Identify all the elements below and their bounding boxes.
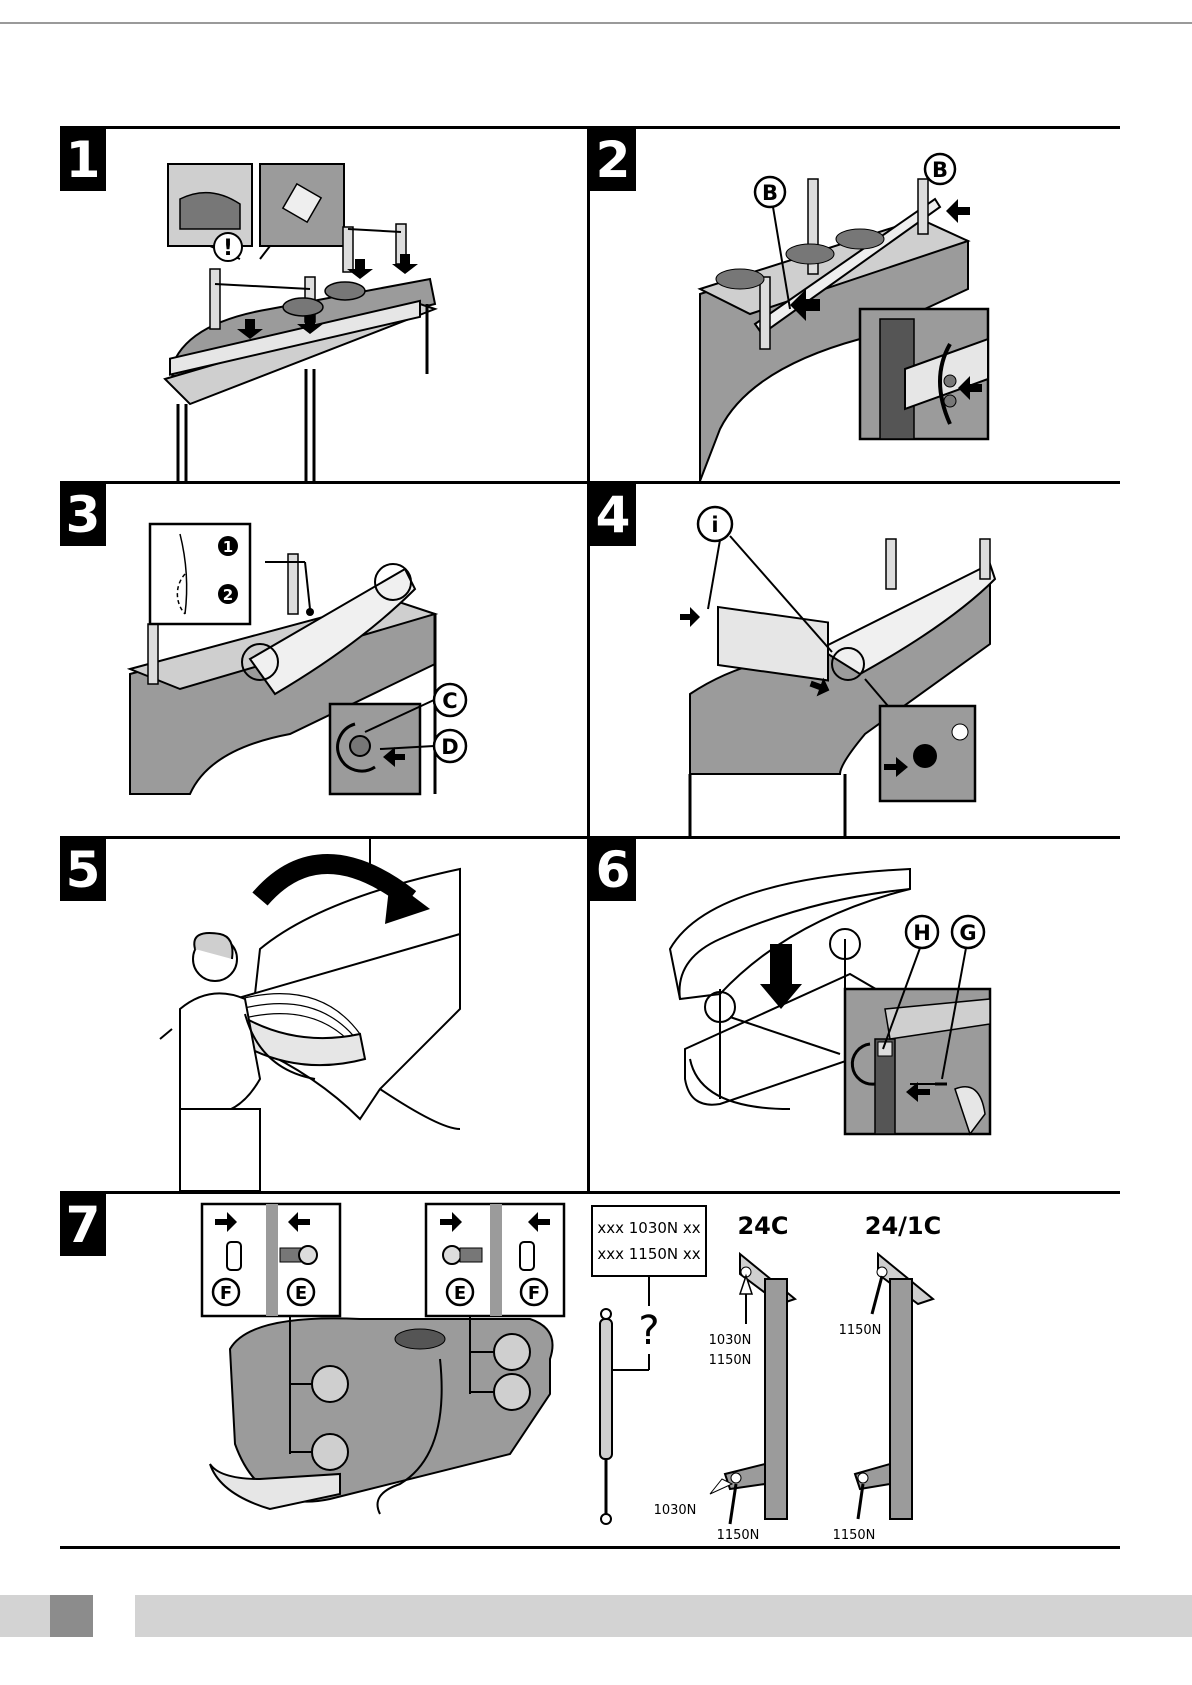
step-1-illustration: ! (60, 129, 587, 481)
model-24-1c: 24/1C (865, 1212, 941, 1240)
step-2-panel: 2 B B (590, 129, 1120, 481)
info-mark: i (711, 513, 718, 537)
warning-mark: ! (223, 236, 233, 261)
bottom-rule (60, 1546, 1120, 1549)
callout-c: C (442, 689, 457, 713)
top-rule (0, 22, 1192, 24)
step-3-illustration: 1 2 C D (60, 484, 587, 836)
step-marker-1: 1 (223, 538, 233, 556)
step-7-panel: 7 F E E F (60, 1194, 1120, 1550)
callout-g: G (959, 921, 976, 945)
label-line-1030: xxx 1030N xx (597, 1219, 700, 1237)
step-5-illustration (60, 839, 587, 1191)
step-1-panel: 1 ! (60, 129, 587, 481)
force-label: 1150N (709, 1353, 752, 1368)
step-4-panel: 4 i (590, 484, 1120, 836)
callout-e: E (295, 1283, 307, 1304)
force-label: 1150N (833, 1528, 876, 1543)
step-3-panel: 3 1 2 C D (60, 484, 587, 836)
callout-e: E (454, 1283, 466, 1304)
force-label: 1150N (717, 1528, 760, 1543)
force-label: 1150N (839, 1323, 882, 1338)
footer-bar (0, 1595, 1192, 1637)
assembly-steps-grid: 1 ! (60, 126, 1120, 1550)
footer-gap (93, 1595, 135, 1637)
step-4-illustration: i (590, 484, 1120, 836)
label-line-1150: xxx 1150N xx (597, 1245, 700, 1263)
step-6-panel: 6 H G (590, 839, 1120, 1191)
step-7-illustration: F E E F (60, 1194, 1120, 1550)
callout-d: D (441, 735, 458, 759)
question-mark: ? (638, 1308, 659, 1354)
callout-f: F (220, 1283, 232, 1304)
callout-b: B (932, 158, 948, 182)
callout-h: H (913, 921, 931, 945)
force-label: 1030N (654, 1503, 697, 1518)
step-marker-2: 2 (223, 586, 233, 604)
step-6-illustration: H G (590, 839, 1120, 1191)
callout-f: F (528, 1283, 540, 1304)
model-24c: 24C (737, 1212, 788, 1240)
callout-b: B (762, 181, 778, 205)
page-number-tab (50, 1595, 93, 1637)
force-label: 1030N (709, 1333, 752, 1348)
step-2-illustration: B B (590, 129, 1120, 481)
step-5-panel: 5 (60, 839, 587, 1191)
